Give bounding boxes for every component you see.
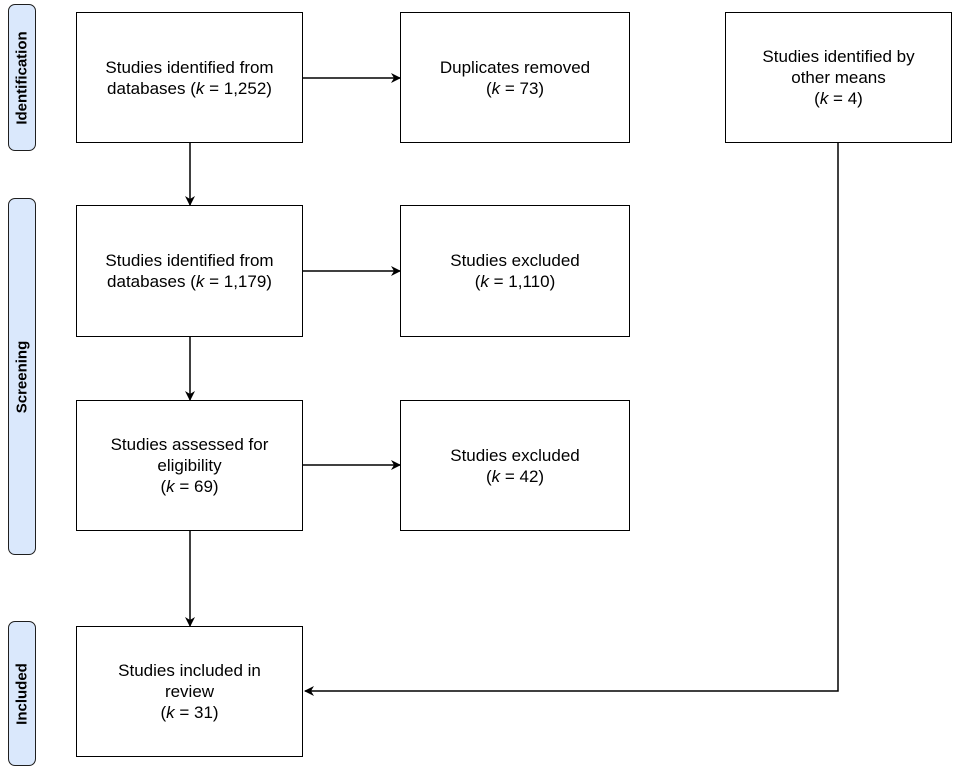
- box-other-means-line2: other means: [791, 68, 886, 87]
- box-other-means-line3: (k = 4): [814, 88, 863, 109]
- box-db-screened: Studies identified from databases (k = 1…: [76, 205, 303, 337]
- box-eligibility-line3: (k = 69): [160, 476, 218, 497]
- box-excluded-1-line2: (k = 1,110): [475, 271, 556, 292]
- box-other-means-count: = 4): [828, 89, 863, 108]
- k-symbol: k: [819, 89, 829, 108]
- k-symbol: k: [166, 477, 175, 496]
- box-duplicates: Duplicates removed (k = 73): [400, 12, 630, 143]
- k-symbol: k: [195, 272, 205, 291]
- box-other-means-line1: Studies identified by: [762, 47, 915, 66]
- phase-included: Included: [8, 621, 36, 766]
- box-included-pre: (: [160, 703, 167, 722]
- box-db-identified-count: = 1,252): [204, 78, 272, 98]
- box-included-line2: review: [164, 682, 215, 701]
- box-excluded-2-pre: (: [485, 466, 492, 486]
- k-symbol: k: [491, 78, 501, 98]
- box-duplicates-count: = 73): [500, 78, 545, 98]
- k-symbol: k: [480, 272, 489, 291]
- box-duplicates-pre: (: [485, 78, 492, 98]
- box-eligibility-line2: eligibility: [157, 456, 222, 475]
- box-eligibility-count: = 69): [174, 477, 219, 496]
- k-symbol: k: [166, 703, 175, 722]
- box-other-means: Studies identified by other means (k = 4…: [725, 12, 952, 143]
- box-included-line1: Studies included in: [118, 661, 261, 680]
- box-excluded-1: Studies excluded (k = 1,110): [400, 205, 630, 337]
- box-db-identified: Studies identified from databases (k = 1…: [76, 12, 303, 143]
- box-excluded-2-count: = 42): [500, 466, 545, 486]
- box-db-screened-count: = 1,179): [204, 272, 272, 291]
- box-excluded-2-line2: (k = 42): [486, 466, 544, 487]
- phase-screening: Screening: [8, 198, 36, 555]
- box-db-screened-pre: databases (: [107, 272, 196, 291]
- box-duplicates-line1: Duplicates removed: [439, 57, 591, 77]
- box-db-identified-pre: databases (: [107, 78, 196, 98]
- box-excluded-2: Studies excluded (k = 42): [400, 400, 630, 531]
- box-duplicates-line2: (k = 73): [486, 78, 544, 99]
- k-symbol: k: [195, 78, 205, 98]
- box-db-identified-line2: databases (k = 1,252): [107, 78, 272, 99]
- arrow-other-to-included: [304, 142, 839, 696]
- box-eligibility-pre: (: [160, 477, 167, 496]
- box-excluded-1-line1: Studies excluded: [450, 251, 580, 270]
- box-other-means-pre: (: [814, 89, 820, 108]
- box-db-screened-line1: Studies identified from: [105, 251, 274, 270]
- box-excluded-1-pre: (: [474, 272, 481, 291]
- box-db-screened-line2: databases (k = 1,179): [107, 271, 272, 292]
- box-excluded-2-line1: Studies excluded: [450, 445, 580, 465]
- box-db-identified-line1: Studies identified from: [105, 57, 274, 77]
- k-symbol: k: [491, 466, 501, 486]
- box-eligibility: Studies assessed for eligibility (k = 69…: [76, 400, 303, 531]
- box-included-count: = 31): [174, 703, 219, 722]
- box-eligibility-line1: Studies assessed for: [110, 435, 269, 454]
- phase-identification: Identification: [8, 4, 36, 151]
- box-included: Studies included in review (k = 31): [76, 626, 303, 757]
- box-excluded-1-count: = 1,110): [488, 272, 556, 291]
- box-included-line3: (k = 31): [160, 702, 218, 723]
